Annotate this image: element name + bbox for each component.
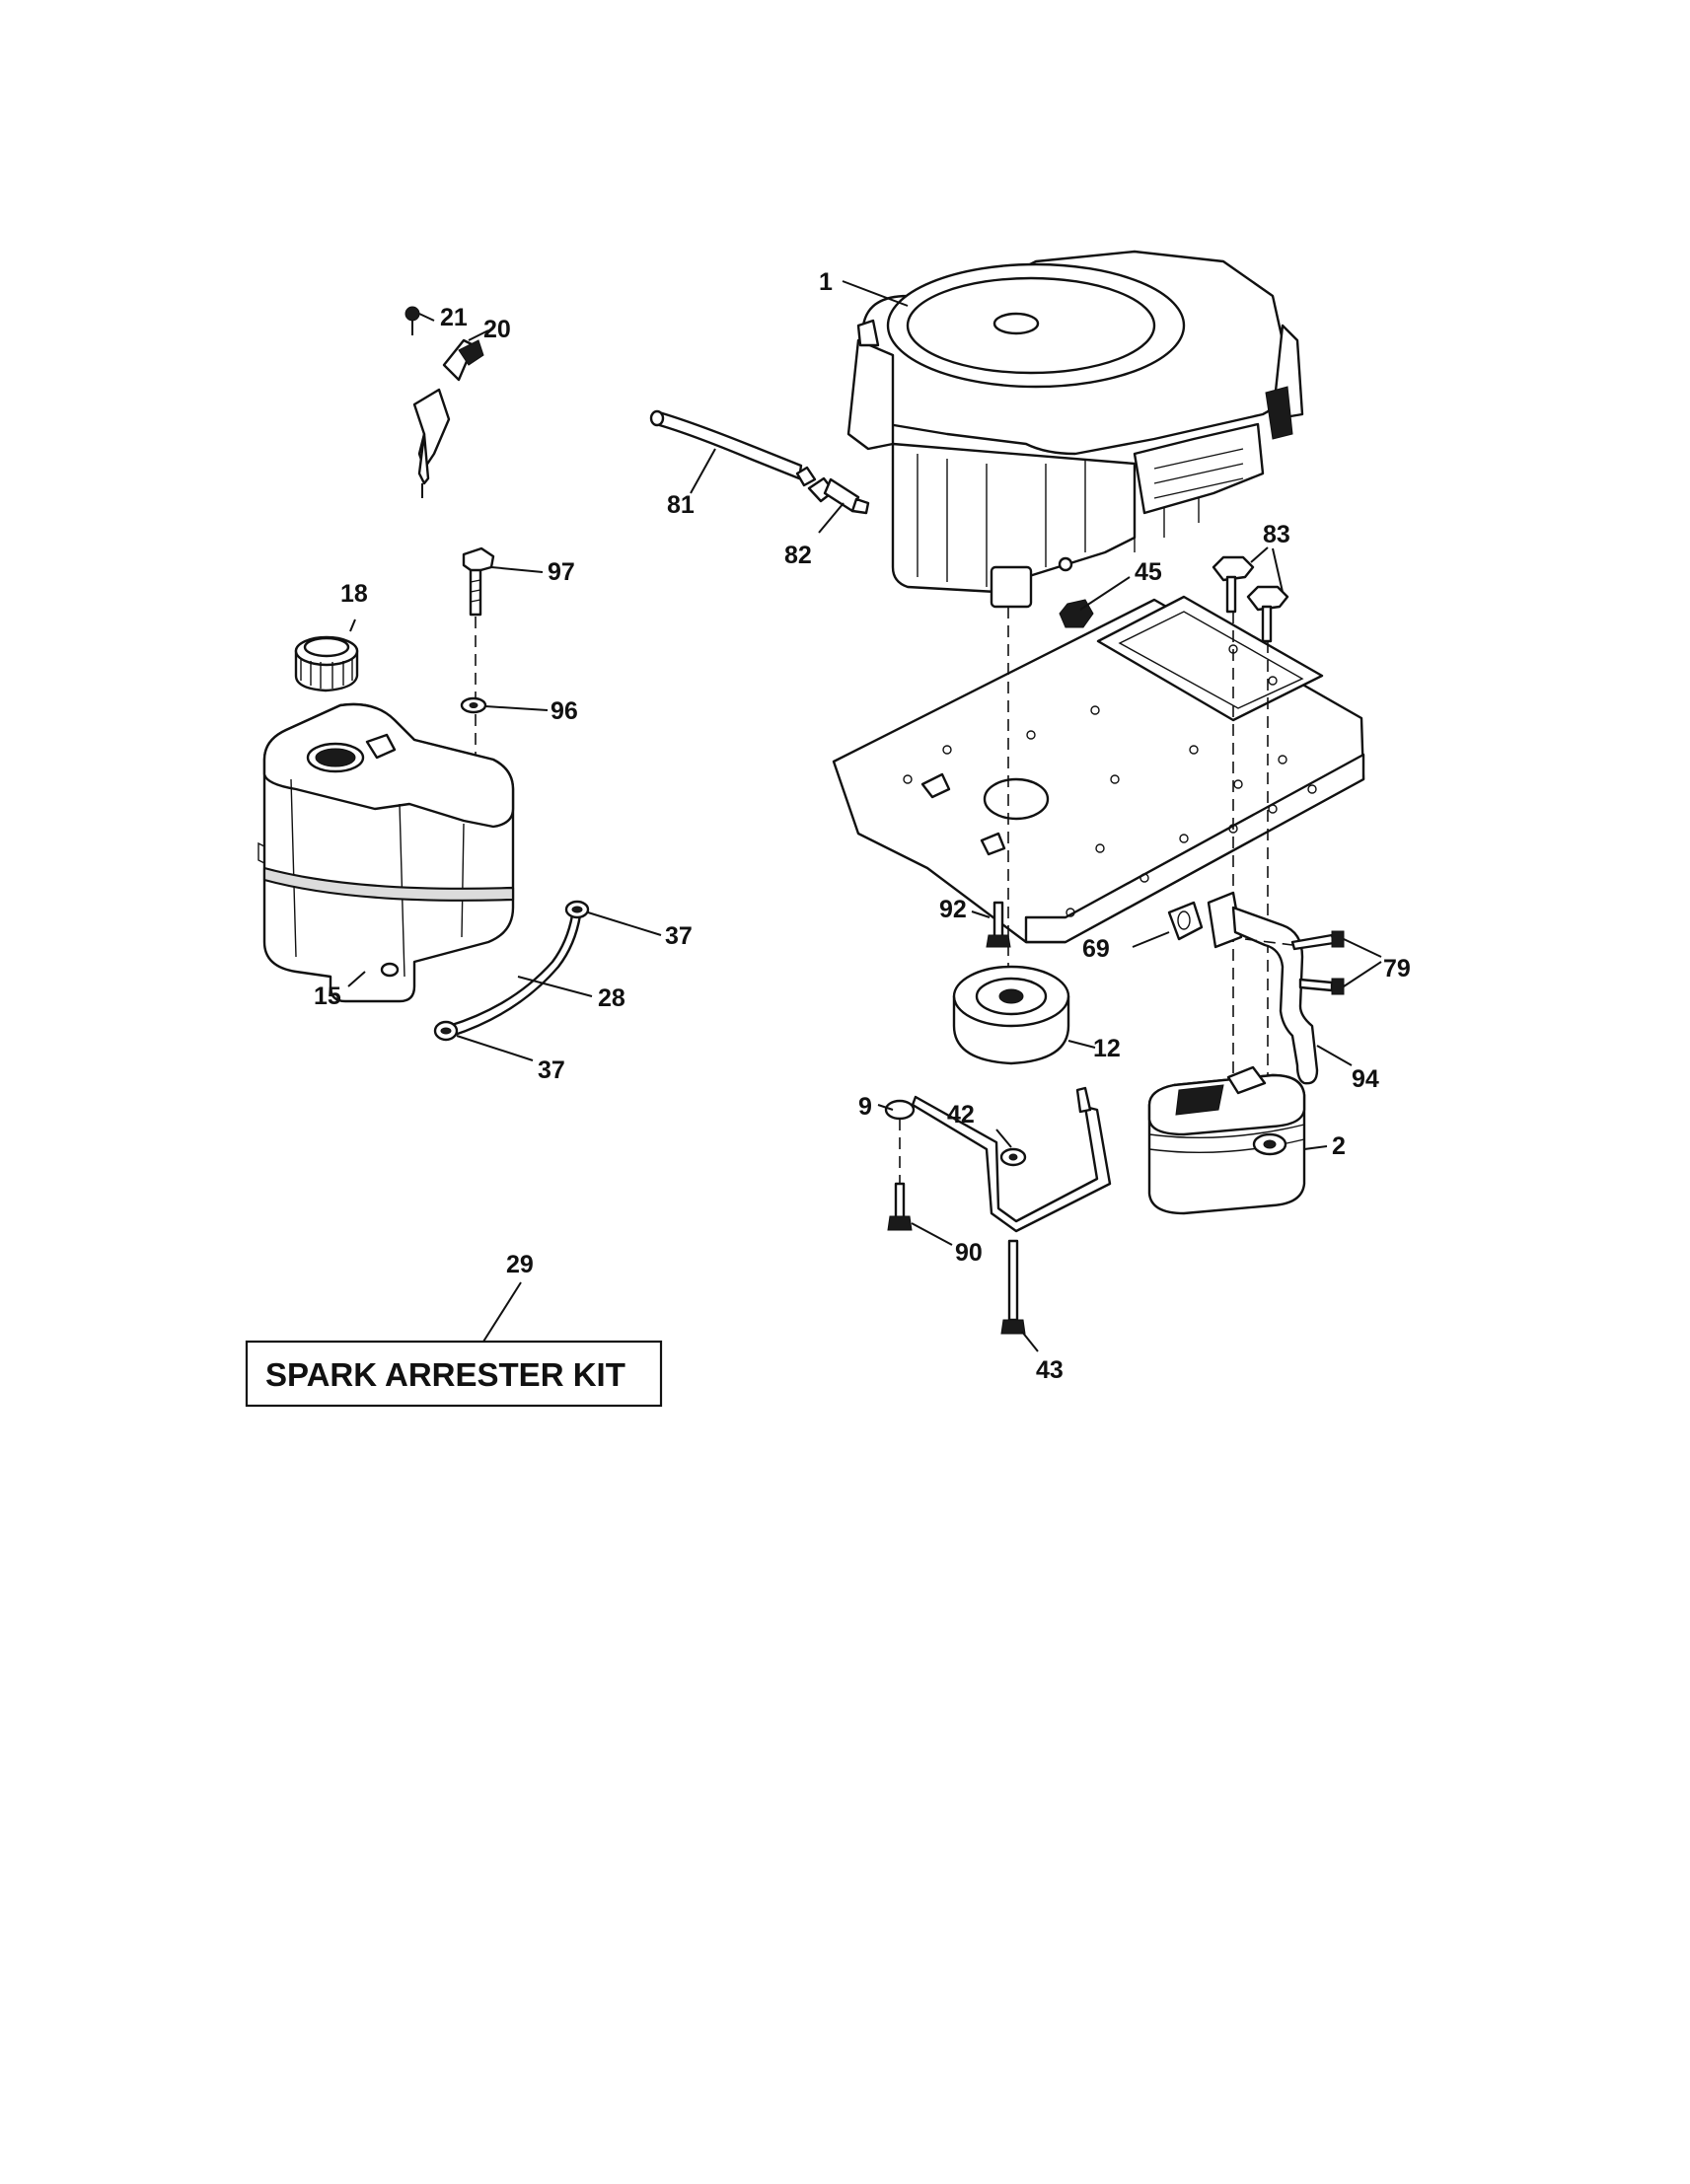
callout-15: 15 [314,983,341,1010]
screw-part-79b [1298,978,1345,995]
fuel-line-part [649,409,803,480]
callout-45: 45 [1135,558,1162,586]
hose-clamp-part-37a [564,900,590,919]
fuel-cap-part [294,635,359,692]
bracket-part [884,1086,1112,1233]
pulley-part [952,965,1070,1065]
callout-90: 90 [955,1239,983,1267]
callout-82: 82 [784,542,812,569]
leader-1 [842,280,909,307]
callout-1: 1 [819,268,833,296]
spark-arrester-kit-label: SPARK ARRESTER KIT [265,1356,625,1393]
callout-81: 81 [667,491,695,519]
callout-28: 28 [598,984,625,1012]
callout-18: 18 [340,580,368,608]
callout-42: 42 [947,1101,975,1128]
callout-92: 92 [939,896,967,923]
bolt-part-97 [462,546,495,617]
fuel-gauge-part [412,338,484,498]
callout-83: 83 [1263,521,1290,548]
hose-clamp-part-37b [433,1020,459,1042]
spark-arrester-kit-box [245,1340,663,1408]
bolt-part-83b [1246,585,1289,643]
bolt-part-43 [1000,1239,1026,1335]
gasket-part [1167,901,1204,941]
callout-94: 94 [1352,1065,1379,1093]
callout-69: 69 [1082,935,1110,963]
bolt-part-92 [986,901,1011,948]
callout-97: 97 [548,558,575,586]
callout-20: 20 [483,316,511,343]
exhaust-pipe-part [1207,891,1319,1085]
callout-96: 96 [551,697,578,725]
muffler-part [1147,1065,1306,1215]
callout-9: 9 [858,1093,872,1121]
callout-79: 79 [1383,955,1411,983]
callout-37b: 37 [538,1056,565,1084]
callout-21: 21 [440,304,468,331]
callout-12: 12 [1093,1035,1121,1062]
callout-29: 29 [506,1251,534,1278]
fuel-filter-part [795,466,870,515]
callout-37a: 37 [665,922,693,950]
callout-43: 43 [1036,1356,1064,1384]
bolt-part-90 [887,1182,913,1231]
callout-2: 2 [1332,1132,1346,1160]
chassis-plate-part [832,595,1365,944]
screw-part-79a [1290,930,1345,951]
bolt-part-83a [1212,555,1255,614]
engine-part [846,250,1304,609]
screw-part-21 [404,306,420,335]
fuel-tank-part [257,702,515,1003]
